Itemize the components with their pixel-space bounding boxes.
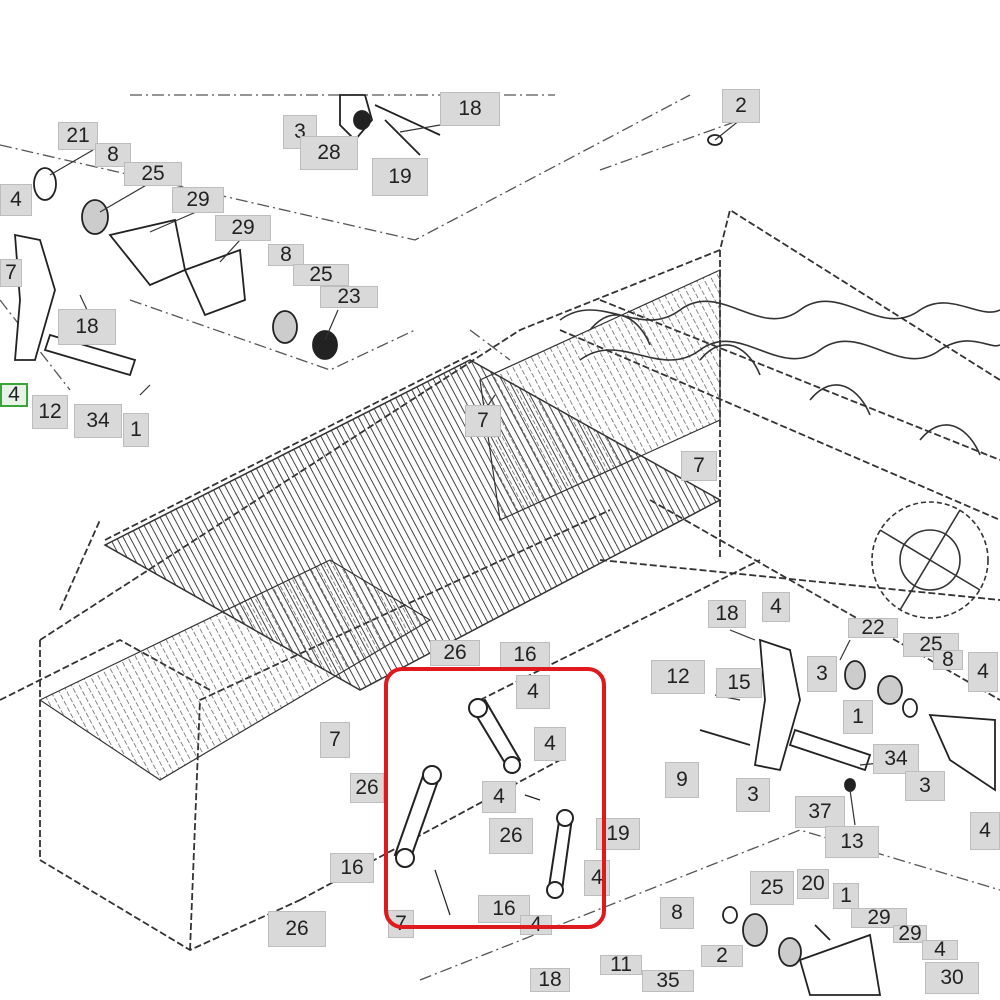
- callout-4[interactable]: 4: [584, 860, 610, 896]
- auger-assembly: [559, 300, 1000, 456]
- callout-4[interactable]: 4: [534, 727, 566, 761]
- callout-29[interactable]: 29: [172, 187, 224, 213]
- callout-34[interactable]: 34: [74, 404, 122, 438]
- callout-8[interactable]: 8: [933, 648, 963, 671]
- upper-left-assembly: [14, 167, 338, 377]
- callout-29[interactable]: 29: [215, 215, 271, 241]
- callout-29[interactable]: 29: [893, 922, 927, 945]
- callout-30[interactable]: 30: [925, 962, 979, 994]
- callout-18[interactable]: 18: [530, 968, 570, 992]
- callout-9[interactable]: 9: [665, 762, 699, 798]
- callout-37[interactable]: 37: [795, 796, 845, 828]
- callout-26[interactable]: 26: [430, 640, 480, 666]
- callout-8[interactable]: 8: [660, 897, 694, 929]
- callout-19[interactable]: 19: [372, 158, 428, 196]
- callout-1[interactable]: 1: [833, 883, 859, 909]
- callout-4[interactable]: 4: [0, 383, 28, 407]
- callout-4[interactable]: 4: [922, 938, 958, 961]
- callout-20[interactable]: 20: [797, 869, 829, 899]
- callout-4[interactable]: 4: [762, 592, 790, 622]
- callout-26[interactable]: 26: [268, 911, 326, 947]
- callout-21[interactable]: 21: [58, 122, 98, 150]
- callout-4[interactable]: 4: [516, 675, 550, 709]
- callout-29[interactable]: 29: [851, 906, 907, 929]
- callout-25[interactable]: 25: [293, 263, 349, 286]
- callout-1[interactable]: 1: [123, 413, 149, 447]
- callout-26[interactable]: 26: [489, 818, 533, 854]
- callout-4[interactable]: 4: [968, 652, 998, 692]
- callout-23[interactable]: 23: [320, 285, 378, 308]
- bottom-assembly: [722, 906, 882, 996]
- callout-12[interactable]: 12: [32, 395, 68, 429]
- callout-25[interactable]: 25: [124, 162, 182, 186]
- callout-7[interactable]: 7: [320, 722, 350, 758]
- callout-18[interactable]: 18: [58, 309, 116, 345]
- callout-28[interactable]: 28: [300, 136, 358, 170]
- drive-sprocket: [871, 501, 989, 619]
- callout-7[interactable]: 7: [388, 910, 414, 938]
- lower-bed: [38, 559, 432, 781]
- callout-2[interactable]: 2: [722, 89, 760, 123]
- callout-1[interactable]: 1: [843, 700, 873, 734]
- callout-8[interactable]: 8: [95, 143, 131, 167]
- callout-7[interactable]: 7: [465, 405, 501, 437]
- callout-2[interactable]: 2: [701, 944, 743, 967]
- callout-18[interactable]: 18: [708, 600, 746, 628]
- callout-3[interactable]: 3: [807, 656, 837, 692]
- callout-13[interactable]: 13: [825, 826, 879, 858]
- callout-35[interactable]: 35: [642, 969, 694, 992]
- callout-11[interactable]: 11: [600, 953, 642, 976]
- callout-16[interactable]: 16: [500, 642, 550, 668]
- callout-7[interactable]: 7: [681, 451, 717, 481]
- callout-34[interactable]: 34: [873, 744, 919, 774]
- callout-4[interactable]: 4: [970, 812, 1000, 850]
- callout-4[interactable]: 4: [482, 781, 516, 813]
- callout-8[interactable]: 8: [268, 243, 304, 266]
- side-panel: [479, 269, 721, 521]
- callout-4[interactable]: 4: [520, 913, 552, 936]
- callout-15[interactable]: 15: [716, 668, 762, 698]
- callout-18[interactable]: 18: [440, 92, 500, 126]
- callout-22[interactable]: 22: [848, 616, 898, 639]
- callout-16[interactable]: 16: [330, 853, 374, 883]
- callout-26[interactable]: 26: [350, 773, 384, 803]
- right-side-assembly: [699, 638, 996, 792]
- upper-center-parts: [339, 94, 723, 156]
- callout-3[interactable]: 3: [905, 771, 945, 801]
- highlighted-link-arms: [393, 698, 574, 916]
- callout-12[interactable]: 12: [651, 660, 705, 694]
- callout-4[interactable]: 4: [0, 184, 32, 216]
- callout-7[interactable]: 7: [0, 259, 22, 287]
- callout-19[interactable]: 19: [596, 818, 640, 850]
- callout-25[interactable]: 25: [750, 871, 794, 905]
- callout-3[interactable]: 3: [736, 778, 770, 812]
